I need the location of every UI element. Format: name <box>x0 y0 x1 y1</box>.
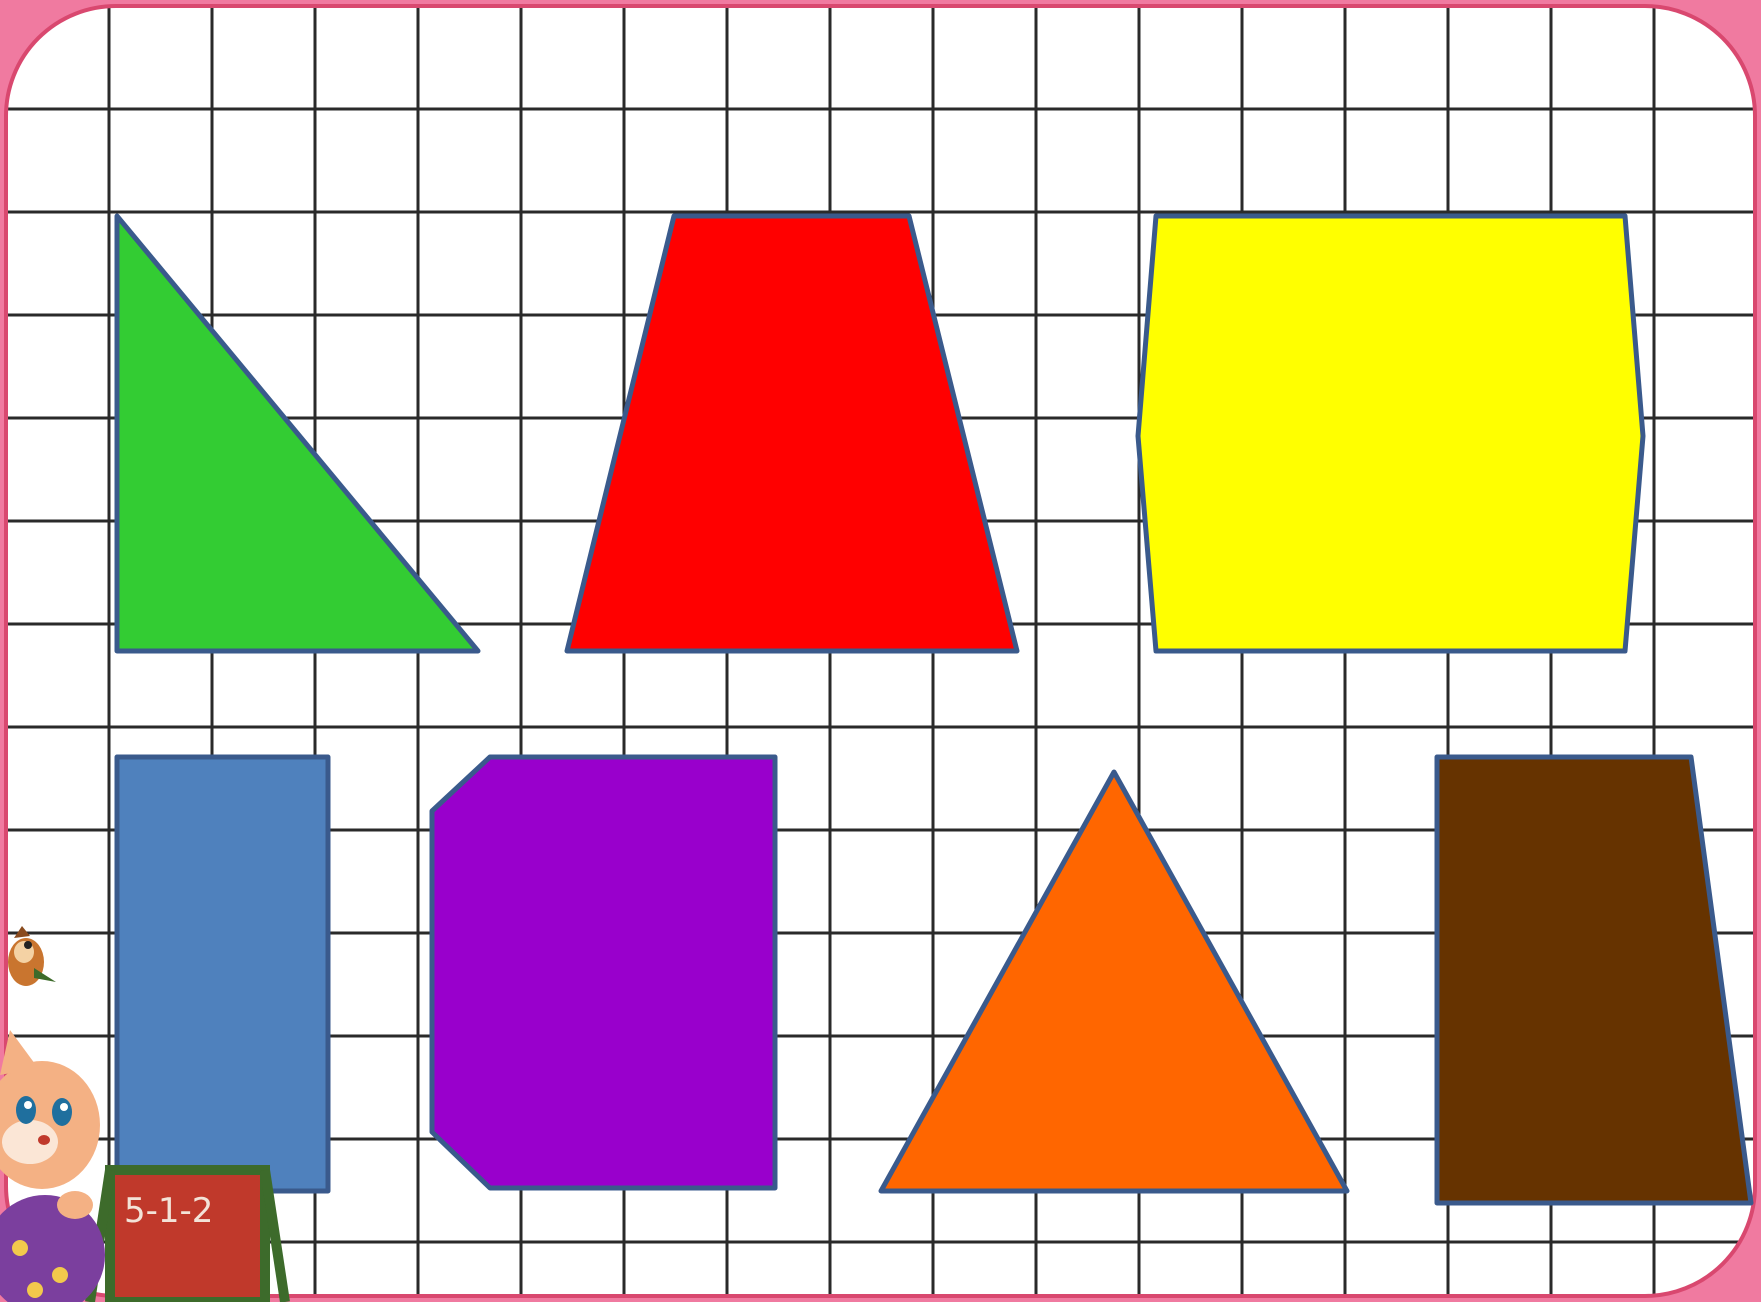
yellow-hexagon[interactable] <box>1138 216 1643 651</box>
purple-cut-corner-polygon[interactable] <box>432 757 775 1188</box>
chalkboard <box>110 1170 265 1302</box>
chalkboard-text: 5-1-2 <box>124 1191 213 1231</box>
blue-rectangle[interactable] <box>117 757 328 1191</box>
